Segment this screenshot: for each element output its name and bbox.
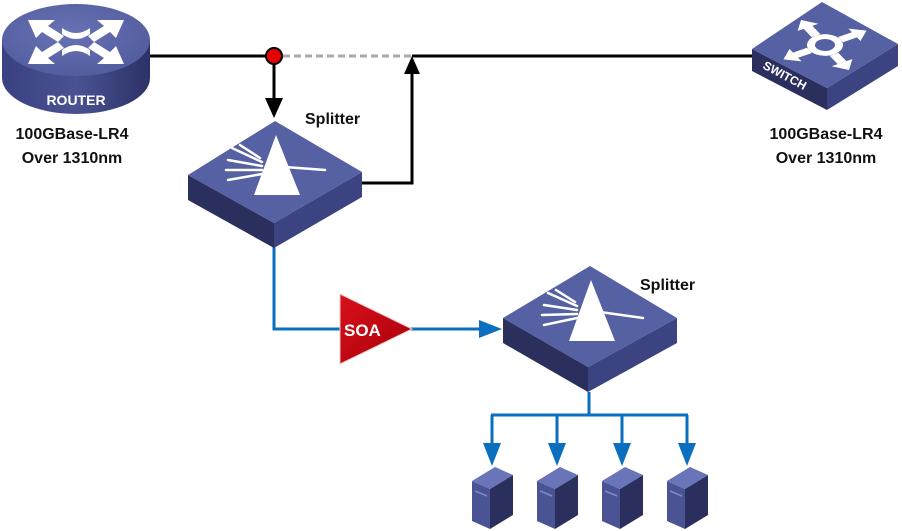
splitter-2[interactable] xyxy=(503,266,677,392)
server-2[interactable] xyxy=(537,467,578,529)
splitter-prism-icon xyxy=(188,121,362,248)
server-tower-icon xyxy=(667,467,708,489)
server-tower-icon xyxy=(667,481,685,529)
router-icon xyxy=(2,4,150,114)
server-tower-icon xyxy=(537,467,578,489)
arrow-down-icon xyxy=(265,98,283,118)
server-tower-icon xyxy=(537,481,555,529)
link-return-to-switch xyxy=(362,54,757,185)
server-tower-icon xyxy=(602,467,643,489)
server-1[interactable] xyxy=(472,467,513,529)
switch-caption-line2: Over 1310nm xyxy=(776,150,877,167)
switch[interactable]: SWITCH xyxy=(752,2,898,110)
soa-amplifier[interactable]: SOA xyxy=(339,293,414,365)
drive-bay-icon xyxy=(539,490,553,497)
server-group xyxy=(472,467,708,529)
drive-bay-icon xyxy=(604,490,618,497)
arrow-down-icon xyxy=(548,443,566,466)
server-4[interactable] xyxy=(667,467,708,529)
router-device-label: ROUTER xyxy=(46,92,105,108)
link-tap-to-splitter1 xyxy=(265,60,283,118)
arrow-down-icon xyxy=(613,443,631,466)
arrow-up-icon xyxy=(404,56,420,74)
splitter-prism-icon xyxy=(503,266,677,392)
switch-caption-line1: 100GBase-LR4 xyxy=(770,126,883,143)
server-tower-icon xyxy=(472,481,490,529)
drive-bay-icon xyxy=(474,490,488,497)
amplifier-triangle-icon xyxy=(339,293,414,365)
server-tower-icon xyxy=(620,475,643,529)
tap-point-icon[interactable] xyxy=(265,47,283,65)
arrow-down-icon xyxy=(678,443,696,466)
link-splitter1-to-soa xyxy=(272,246,342,331)
router-caption-line2: Over 1310nm xyxy=(22,150,123,167)
splitter-2-label: Splitter xyxy=(640,277,695,294)
splitter-1[interactable] xyxy=(188,121,362,248)
link-splitter2-to-servers xyxy=(483,392,696,466)
router[interactable]: ROUTER xyxy=(2,4,150,114)
server-tower-icon xyxy=(555,475,578,529)
server-tower-icon xyxy=(685,475,708,529)
server-tower-icon xyxy=(472,467,513,489)
soa-label: SOA xyxy=(344,321,381,340)
drive-bay-icon xyxy=(669,490,683,497)
link-soa-to-splitter2 xyxy=(408,320,502,338)
switch-icon xyxy=(752,2,898,110)
arrow-down-icon xyxy=(483,443,501,466)
splitter-1-label: Splitter xyxy=(305,111,360,128)
router-caption-line1: 100GBase-LR4 xyxy=(16,126,129,143)
server-tower-icon xyxy=(490,475,513,529)
server-3[interactable] xyxy=(602,467,643,529)
arrow-right-icon xyxy=(479,320,502,338)
server-tower-icon xyxy=(602,481,620,529)
